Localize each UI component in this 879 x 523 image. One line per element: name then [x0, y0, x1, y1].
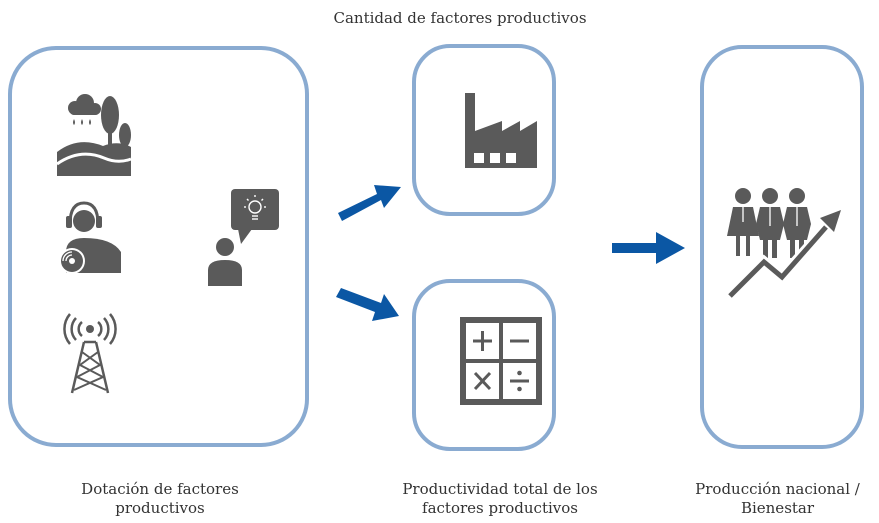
national-output-caption: Producción nacional / Bienestar — [695, 480, 860, 517]
output-frame — [700, 45, 864, 449]
quantity-of-factors-caption: Cantidad de factores productivos — [333, 9, 587, 27]
arrow-up-right — [338, 185, 401, 221]
factor-endowment-caption: Dotación de factores productivos — [81, 480, 239, 517]
total-factor-productivity-caption: Productividad total de los factores prod… — [402, 480, 598, 517]
capital-frame — [412, 44, 556, 216]
antenna-tower-icon — [63, 313, 117, 394]
calculator-icon — [460, 317, 542, 405]
landscape-icon — [56, 94, 132, 176]
productivity-frame — [412, 279, 556, 451]
arrow-right — [612, 232, 685, 264]
factory-icon — [465, 93, 537, 168]
endowment-frame — [8, 46, 309, 447]
arrow-down-right — [336, 288, 399, 321]
worker-headphones-icon — [59, 201, 121, 274]
person-idea-icon — [208, 189, 279, 286]
people-growth-icon — [726, 188, 841, 300]
